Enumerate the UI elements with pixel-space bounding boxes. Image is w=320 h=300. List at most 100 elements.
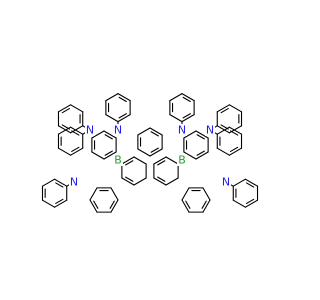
- double-bond: [157, 176, 166, 182]
- b-ring-left: [133, 156, 147, 165]
- outer-ring-left: [91, 130, 105, 139]
- b-ring-left: [121, 177, 135, 186]
- phenyl-right-upper: [216, 125, 230, 134]
- phenyl-left-upper: [57, 125, 72, 134]
- double-bond: [245, 182, 255, 188]
- double-bond: [71, 130, 80, 136]
- double-bond: [118, 113, 127, 119]
- double-bond: [245, 198, 255, 205]
- double-bond: [125, 160, 134, 166]
- benzo-ring-right: [202, 187, 211, 201]
- double-bond: [93, 200, 99, 209]
- bond-layer: [41, 93, 259, 213]
- phenyl-bottom-left: [54, 178, 68, 187]
- phenyl-bottom-left: [54, 199, 68, 208]
- atom-symbol: N: [114, 124, 122, 137]
- b-ring-left: [121, 156, 135, 165]
- phenyl-top-right: [181, 93, 195, 102]
- double-bond: [109, 200, 115, 209]
- phenyl-left-lower: [57, 126, 72, 135]
- atom-n-amine-right: N: [205, 124, 215, 137]
- double-bond: [157, 160, 166, 166]
- double-bond: [220, 107, 229, 114]
- benzo-ring-right: [181, 187, 190, 201]
- benzo-ring-left: [110, 199, 119, 213]
- double-bond: [196, 150, 205, 156]
- b-ring-right: [153, 156, 167, 165]
- double-bond: [104, 150, 113, 156]
- phenyl-top-left: [117, 114, 131, 123]
- phenyl-right-lower: [228, 126, 243, 135]
- phenyl-right-lower: [216, 147, 230, 156]
- phenyl-bottom-left: [41, 199, 56, 208]
- double-bond: [55, 198, 64, 205]
- central-ring: [137, 127, 151, 136]
- phenyl-left-lower: [70, 147, 84, 156]
- double-bond: [229, 130, 239, 136]
- double-bond: [125, 176, 134, 182]
- benzo-ring-left: [89, 187, 98, 201]
- double-bond: [150, 131, 159, 137]
- outer-ring-right: [183, 151, 197, 160]
- phenyl-left-lower: [57, 147, 72, 156]
- phenyl-right-upper: [216, 104, 230, 113]
- outer-ring-left: [91, 151, 105, 160]
- benzo-ring-left: [110, 187, 119, 201]
- atom-n-bridge-bottom-left: N: [69, 176, 79, 189]
- double-bond: [229, 146, 239, 153]
- phenyl-right-lower: [228, 147, 243, 156]
- phenyl-bottom-right: [244, 178, 259, 187]
- double-bond: [55, 182, 64, 188]
- phenyl-top-left: [105, 114, 119, 123]
- atom-symbol: N: [206, 124, 214, 137]
- atom-n-bridge-top-left: N: [113, 124, 123, 137]
- phenyl-top-right: [169, 93, 183, 102]
- phenyl-left-lower: [70, 126, 84, 135]
- phenyl-left-upper: [57, 104, 72, 113]
- phenyl-top-left: [117, 93, 131, 102]
- double-bond: [150, 147, 159, 153]
- atom-b-right: B: [177, 154, 187, 167]
- atom-n-bridge-top-right: N: [177, 124, 187, 137]
- double-bond: [182, 96, 191, 103]
- atom-symbol: N: [70, 176, 78, 189]
- outer-ring-left: [103, 151, 117, 160]
- double-bond: [104, 134, 113, 140]
- b-ring-right: [153, 177, 167, 186]
- atom-n-amine-left: N: [85, 124, 95, 137]
- double-bond: [201, 200, 207, 209]
- phenyl-right-lower: [216, 126, 230, 135]
- outer-ring-right: [183, 130, 197, 139]
- double-bond: [71, 146, 80, 153]
- chemical-structure-diagram: N N N N N N B B: [41, 93, 259, 213]
- atom-symbol: B: [178, 154, 186, 167]
- benzo-ring-right: [181, 199, 190, 213]
- atom-label-layer: N N N N N N B B: [69, 124, 231, 189]
- phenyl-bottom-right: [244, 199, 259, 208]
- benzo-ring-left: [89, 199, 98, 213]
- double-bond: [196, 134, 205, 140]
- phenyl-left-upper: [70, 104, 84, 113]
- phenyl-top-right: [169, 114, 183, 123]
- atom-symbol: N: [86, 124, 94, 137]
- outer-ring-right: [195, 130, 209, 139]
- central-ring: [137, 148, 151, 157]
- phenyl-bottom-right: [232, 178, 246, 187]
- central-ring: [149, 148, 163, 157]
- double-bond: [118, 96, 127, 103]
- outer-ring-left: [103, 130, 117, 139]
- atom-n-bridge-bottom-right: N: [221, 176, 231, 189]
- central-ring: [149, 127, 163, 136]
- atom-b-left: B: [113, 154, 123, 167]
- atom-symbol: N: [178, 124, 186, 137]
- double-bond: [61, 107, 71, 114]
- phenyl-top-left: [105, 93, 119, 102]
- double-bond: [185, 200, 191, 209]
- phenyl-bottom-right: [232, 199, 246, 208]
- benzo-ring-right: [202, 199, 211, 213]
- b-ring-right: [165, 156, 179, 165]
- outer-ring-right: [195, 151, 209, 160]
- atom-symbol: B: [114, 154, 122, 167]
- phenyl-top-right: [181, 114, 195, 123]
- b-ring-right: [165, 177, 179, 186]
